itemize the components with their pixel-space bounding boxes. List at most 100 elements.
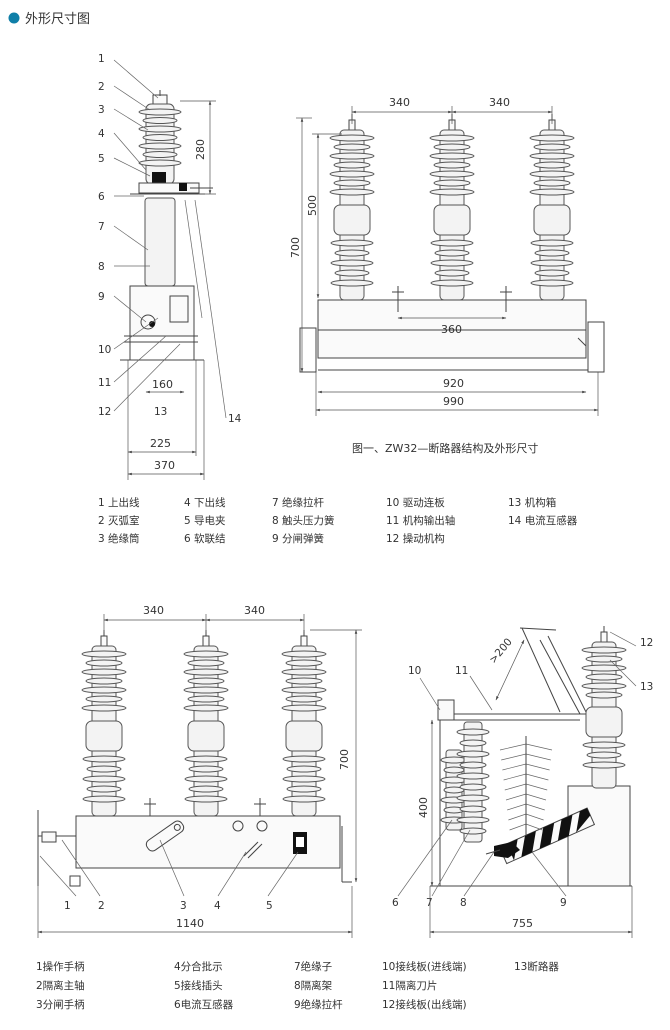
legend1-col-3: 7 绝缘拉杆 8 触头压力簧 9 分闸弹簧 <box>272 494 335 548</box>
insulator-shed <box>281 650 327 658</box>
legend2-item: 6电流互感器 <box>174 999 234 1011</box>
insulator-shed <box>188 785 224 793</box>
insulator-shed <box>530 259 574 267</box>
insulator-shed <box>529 170 575 178</box>
insulator-shed <box>434 249 470 257</box>
legend2-col-4: 10接线板(进线端) 11隔离刀片 12接线板(出线端) <box>382 958 467 1015</box>
legend2-item: 7绝缘子 <box>294 961 333 973</box>
insulator-shed <box>86 765 122 773</box>
dim-990: 990 <box>443 395 464 408</box>
callout-f2-5: 5 <box>266 900 273 912</box>
callout-f2-1: 1 <box>64 900 71 912</box>
callout-f2-8: 8 <box>460 897 467 909</box>
insulator-shed <box>534 269 570 277</box>
insulator-shed <box>187 659 225 667</box>
legend1-item: 11 机构输出轴 <box>386 515 456 527</box>
insulator-shed <box>281 704 327 712</box>
dim-f2-400: 400 <box>417 797 430 818</box>
insulator-shed <box>585 691 623 699</box>
callout-3: 3 <box>98 104 105 116</box>
insulator-shed <box>456 794 490 802</box>
insulator-shed <box>459 827 487 835</box>
callout-2: 2 <box>98 81 105 93</box>
legend2-item: 11隔离刀片 <box>382 980 438 992</box>
dim-f2-700: 700 <box>338 749 351 770</box>
insulator-shed <box>81 650 127 658</box>
insulator-shed <box>329 170 375 178</box>
callout-6: 6 <box>98 191 105 203</box>
insulator-shed <box>533 161 571 169</box>
callout-13: 13 <box>154 406 167 418</box>
dim-920: 920 <box>443 377 464 390</box>
insulator-shed <box>581 646 627 654</box>
legend1-item: 10 驱动连板 <box>386 497 445 509</box>
legend2-col-5: 13断路器 <box>514 958 559 977</box>
insulator-shed <box>334 269 370 277</box>
legend1-item: 7 绝缘拉杆 <box>272 497 325 509</box>
insulator-shed <box>430 259 474 267</box>
insulator-shed <box>585 673 623 681</box>
insulator-shed <box>429 188 475 196</box>
legend2-col-3: 7绝缘子 8隔离架 9绝缘拉杆 <box>294 958 343 1015</box>
legend1-col-2: 4 下出线 5 导电夹 6 软联结 <box>184 494 226 548</box>
dim-500: 500 <box>306 195 319 216</box>
legend1-item: 8 触头压力簧 <box>272 515 335 527</box>
insulator-shed <box>533 179 571 187</box>
legend1-col-4: 10 驱动连板 11 机构输出轴 12 操动机构 <box>386 494 455 548</box>
callout-4: 4 <box>98 128 105 140</box>
legend2-item: 8隔离架 <box>294 980 333 992</box>
dim-f2-340-right: 340 <box>244 604 265 617</box>
insulator-shed <box>582 741 626 749</box>
insulator-shed <box>333 179 371 187</box>
dim-160: 160 <box>152 378 173 391</box>
dim-360: 360 <box>441 323 462 336</box>
legend2-col-2: 4分合批示 5接线插头 6电流互感器 <box>174 958 233 1015</box>
insulator-shed <box>534 249 570 257</box>
insulator-shed <box>330 239 374 247</box>
insulator-shed <box>138 159 182 167</box>
legend2-item: 2隔离主轴 <box>36 980 85 992</box>
dim-700: 700 <box>289 237 302 258</box>
insulator-shed <box>188 765 224 773</box>
insulator-shed <box>138 108 182 116</box>
insulator-shed <box>433 143 471 151</box>
legend2-item: 9绝缘拉杆 <box>294 999 343 1011</box>
fig1-side-view: 1 2 3 4 5 6 7 8 9 10 11 12 13 14 280 160… <box>98 53 242 480</box>
insulator-shed <box>585 655 623 663</box>
insulator-shed <box>459 761 487 769</box>
legend2-item: 3分闸手柄 <box>36 999 85 1011</box>
insulator-shed <box>184 755 228 763</box>
legend1-item: 4 下出线 <box>184 497 226 509</box>
insulator <box>529 114 575 301</box>
insulator-shed <box>81 704 127 712</box>
figure1-caption: 图一、ZW32—断路器结构及外形尺寸 <box>352 441 538 455</box>
insulator-shed <box>138 142 182 150</box>
insulator-shed <box>184 775 228 783</box>
legend2-item: 4分合批示 <box>174 961 223 973</box>
insulator-shed <box>443 766 465 774</box>
callout-f2-9: 9 <box>560 897 567 909</box>
legend1-item: 14 电流互感器 <box>508 515 578 527</box>
callout-f2-12: 12 <box>640 637 653 649</box>
insulator-shed <box>329 134 375 142</box>
legend1-item: 3 绝缘筒 <box>98 533 140 545</box>
insulator-shed <box>86 785 122 793</box>
callout-f2-7: 7 <box>426 897 433 909</box>
callout-f2-11: 11 <box>455 665 468 677</box>
insulator-shed <box>286 765 322 773</box>
insulator-shed <box>81 686 127 694</box>
callout-f2-2: 2 <box>98 900 105 912</box>
insulator-shed <box>586 751 622 759</box>
fig2-side-view: 10 11 12 13 6 7 8 9 >200 400 755 <box>392 626 653 938</box>
insulator-shed <box>533 143 571 151</box>
callout-10: 10 <box>98 344 111 356</box>
page-title: 外形尺寸图 <box>25 12 90 27</box>
insulator-shed <box>330 279 374 287</box>
insulator-shed <box>581 664 627 672</box>
callout-f2-4: 4 <box>214 900 221 912</box>
dim-280: 280 <box>194 139 207 160</box>
insulator-shed <box>440 756 468 764</box>
callout-5: 5 <box>98 153 105 165</box>
legend2-item: 5接线插头 <box>174 980 223 992</box>
